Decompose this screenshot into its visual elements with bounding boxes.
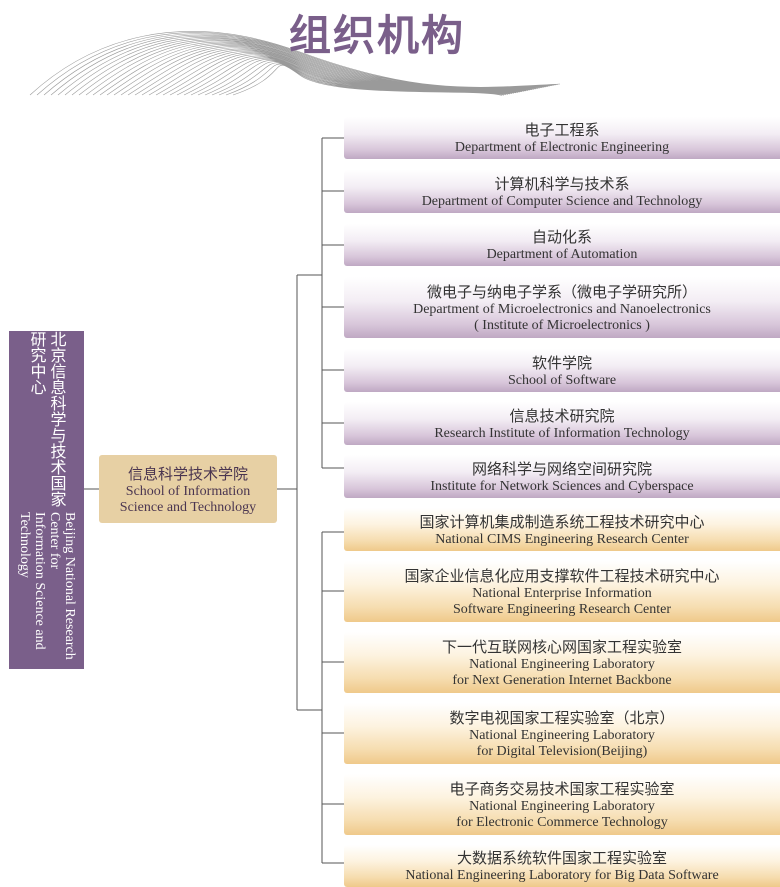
department-name-zh: 计算机科学与技术系: [494, 174, 630, 193]
lab-name-zh: 数字电视国家工程实验室（北京）: [449, 708, 675, 727]
department-name-en: Department of Automation: [486, 247, 638, 262]
department-name-en: School of Software: [507, 372, 617, 388]
lab-name-zh: 电子商务交易技术国家工程实验室: [449, 779, 675, 798]
lab-name-en: National Engineering Laboratory for Digi…: [469, 727, 655, 759]
department-name-en: Department of Computer Science and Techn…: [421, 193, 703, 209]
lab-box: 电子商务交易技术国家工程实验室 National Engineering Lab…: [344, 774, 780, 835]
lab-name-zh: 下一代互联网核心网国家工程实验室: [441, 637, 682, 656]
department-box: 网络科学与网络空间研究院 Institute for Network Scien…: [344, 455, 780, 498]
department-name-zh: 信息技术研究院: [509, 406, 615, 425]
lab-name-en: National Enterprise Information Software…: [452, 585, 672, 617]
department-name-zh: 电子工程系: [524, 121, 600, 139]
lab-box: 下一代互联网核心网国家工程实验室 National Engineering La…: [344, 632, 780, 693]
department-name-en: Department of Electronic Engineering: [454, 140, 670, 155]
department-name-zh: 网络科学与网络空间研究院: [471, 459, 652, 478]
lab-name-en: National Engineering Laboratory for Big …: [405, 868, 719, 883]
department-name-zh: 微电子与纳电子学系（微电子学研究所）: [426, 282, 697, 301]
page-title: 组织机构: [289, 11, 466, 60]
department-name-zh: 自动化系: [531, 228, 592, 246]
department-box: 自动化系 Department of Automation: [344, 224, 780, 266]
root-node: 北京信息科学与技术国家研究中心 Beijing National Researc…: [9, 331, 84, 669]
wave-line-decoration: [29, 31, 561, 96]
department-box: 信息技术研究院 Research Institute of Informatio…: [344, 402, 780, 445]
lab-name-zh: 大数据系统软件国家工程实验室: [456, 849, 667, 867]
school-title-en: School of Information Science and Techno…: [119, 483, 257, 515]
root-title-zh: 北京信息科学与技术国家研究中心: [27, 331, 67, 507]
department-box: 电子工程系 Department of Electronic Engineeri…: [344, 117, 780, 159]
lab-box: 国家计算机集成制造系统工程技术研究中心 National CIMS Engine…: [344, 508, 780, 551]
lab-name-zh: 国家企业信息化应用支撑软件工程技术研究中心: [404, 566, 720, 585]
lab-name-en: National Engineering Laboratory for Elec…: [456, 798, 668, 830]
root-title-en: Beijing National Research Center for Inf…: [17, 511, 77, 660]
department-name-zh: 软件学院: [531, 353, 592, 372]
school-node: 信息科学技术学院 School of Information Science a…: [99, 455, 277, 523]
department-box: 软件学院 School of Software: [344, 349, 780, 392]
lab-name-zh: 国家计算机集成制造系统工程技术研究中心: [419, 512, 705, 531]
lab-name-en: National CIMS Engineering Research Cente…: [435, 531, 689, 547]
lab-box: 国家企业信息化应用支撑软件工程技术研究中心 National Enterpris…: [344, 561, 780, 622]
department-name-en: Research Institute of Information Techno…: [434, 425, 690, 441]
department-box: 计算机科学与技术系 Department of Computer Science…: [344, 170, 780, 213]
school-title-zh: 信息科学技术学院: [127, 464, 248, 483]
lab-box: 数字电视国家工程实验室（北京） National Engineering Lab…: [344, 703, 780, 764]
department-name-en: Institute for Network Sciences and Cyber…: [430, 478, 694, 494]
department-name-en: Department of Microelectronics and Nanoe…: [413, 301, 711, 333]
lab-box: 大数据系统软件国家工程实验室 National Engineering Labo…: [344, 845, 780, 887]
lab-name-en: National Engineering Laboratory for Next…: [452, 656, 672, 688]
department-box: 微电子与纳电子学系（微电子学研究所） Department of Microel…: [344, 277, 780, 338]
